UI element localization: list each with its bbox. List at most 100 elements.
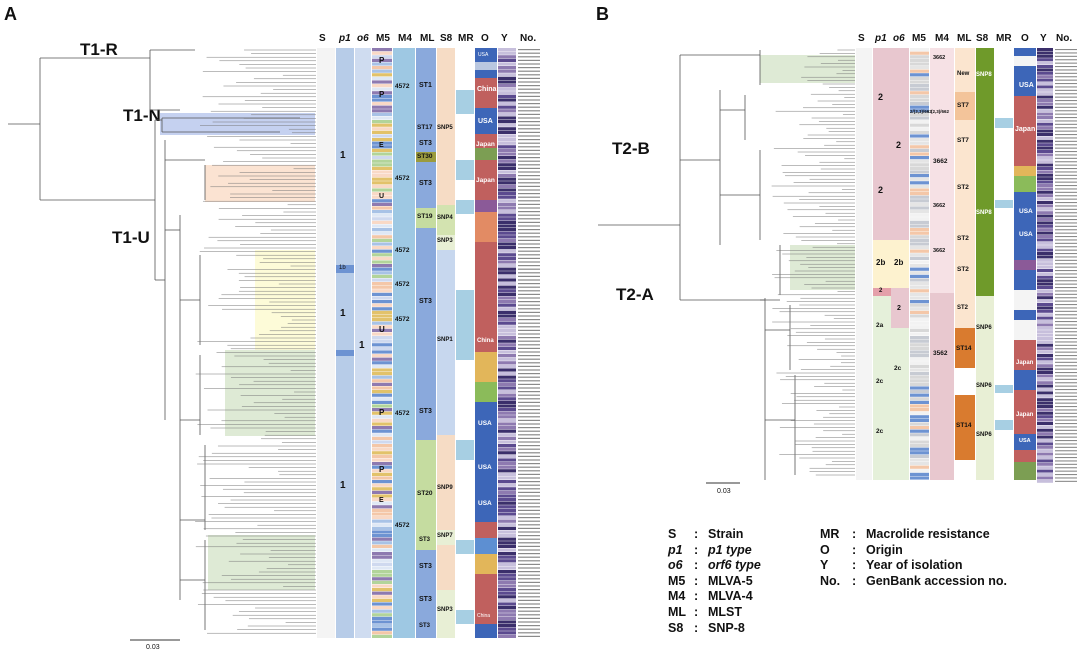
accession-cell: [518, 560, 540, 562]
year-cell: [498, 116, 516, 120]
accession-cell: [518, 477, 540, 479]
accession-cell: [1055, 392, 1077, 394]
year-cell: [498, 397, 516, 401]
origin-cell: [475, 200, 497, 212]
m5-cell: [910, 325, 929, 329]
year-cell: [498, 354, 516, 358]
accession-cell: [1055, 287, 1077, 289]
cell-m4-a: 4572: [395, 83, 410, 90]
cell-ml-st20-a: ST20: [417, 490, 433, 497]
year-cell: [1037, 102, 1053, 106]
year-cell: [1037, 88, 1053, 92]
accession-cell: [1055, 365, 1077, 367]
accession-cell: [1055, 93, 1077, 95]
cell-m4-3662a-b: 3662: [933, 55, 946, 61]
cell-o-usa4-a: USA: [478, 464, 492, 471]
accession-cell: [1055, 457, 1077, 459]
origin-cell: [475, 212, 497, 242]
year-cell: [498, 152, 516, 156]
m5-cell: [910, 343, 929, 347]
cell-ml-st1-a: ST1: [419, 82, 432, 89]
accession-cell: [518, 268, 540, 270]
header-m5-b: M5: [912, 33, 926, 44]
accession-cell: [518, 67, 540, 69]
year-cell: [1037, 439, 1053, 442]
m5-cell: [372, 361, 392, 365]
m5-cell: [910, 174, 929, 178]
year-cell: [498, 332, 516, 336]
accession-cell: [518, 545, 540, 547]
year-cell: [1037, 211, 1053, 215]
year-cell: [1037, 299, 1053, 303]
m5-cell: [910, 62, 929, 66]
m5-cell: [372, 526, 392, 530]
accession-cell: [1055, 212, 1077, 214]
accession-cell: [518, 85, 540, 87]
accession-cell: [1055, 429, 1077, 431]
m5-cell: [372, 465, 392, 469]
m5-cell: [372, 127, 392, 131]
cell-o-usa2-b: USA: [1019, 208, 1033, 215]
origin-cell: [475, 48, 497, 62]
year-cell: [1037, 398, 1053, 402]
year-cell: [498, 552, 516, 556]
legend-value-mr: Macrolide resistance: [866, 527, 990, 541]
cell-p1-2c-b: 2b: [876, 258, 886, 267]
origin-cell: [475, 160, 497, 200]
cell-p1-2e-b: 2a: [876, 322, 884, 329]
cell-ml-st7b-b: ST7: [957, 137, 969, 144]
m5-cell: [910, 321, 929, 325]
accession-cell: [1055, 382, 1077, 384]
header-ml-b: ML: [957, 33, 972, 44]
accession-cell: [1055, 96, 1077, 98]
accession-cell: [1055, 310, 1077, 312]
clade-band-yellow: [255, 250, 315, 350]
cell-m4-f: 4572: [395, 410, 410, 417]
m5-cell: [910, 199, 929, 203]
m5-cell: [910, 134, 929, 138]
m5-cell: [372, 386, 392, 390]
year-cell: [1037, 95, 1053, 99]
accession-cell: [1055, 100, 1077, 102]
year-cell: [498, 145, 516, 149]
m5-cell: [910, 397, 929, 401]
m5-cell: [372, 256, 392, 260]
accession-cell: [1055, 106, 1077, 108]
year-cell: [498, 66, 516, 70]
origin-cell: [1014, 48, 1036, 56]
accession-cell: [518, 171, 540, 173]
accession-cell: [518, 535, 540, 537]
m5-cell: [372, 332, 392, 336]
year-cell: [498, 415, 516, 419]
year-cell: [1037, 384, 1053, 388]
m5-cell: [372, 296, 392, 300]
m5-cell: [372, 541, 392, 545]
year-cell: [1037, 58, 1053, 62]
cell-s8-snp9-a: SNP9: [437, 485, 453, 491]
m5-cell: [910, 73, 929, 77]
cell-ml-st3e-a: ST3: [419, 537, 431, 543]
year-cell: [498, 375, 516, 379]
m5-cell: [372, 264, 392, 268]
m5-cell: [372, 336, 392, 340]
accession-cell: [1055, 83, 1077, 85]
clade-band-orange: [205, 165, 315, 202]
year-cell: [498, 526, 516, 530]
m5-cell: [910, 296, 929, 300]
accession-cell: [518, 70, 540, 72]
m5-cell: [372, 120, 392, 124]
m5-cell: [910, 429, 929, 433]
year-cell: [498, 285, 516, 289]
year-cell: [498, 195, 516, 199]
m5-cell: [910, 332, 929, 336]
m5-cell: [910, 336, 929, 340]
accession-cell: [518, 419, 540, 421]
accession-cell: [518, 473, 540, 475]
m5-cell: [372, 112, 392, 116]
cell-o6-lower-bg: [891, 328, 909, 480]
cell-ml-st30-a: ST30: [417, 153, 433, 160]
m5-cell: [372, 274, 392, 278]
m5-cell: [372, 634, 392, 638]
accession-cell: [518, 344, 540, 346]
year-cell: [1037, 122, 1053, 126]
